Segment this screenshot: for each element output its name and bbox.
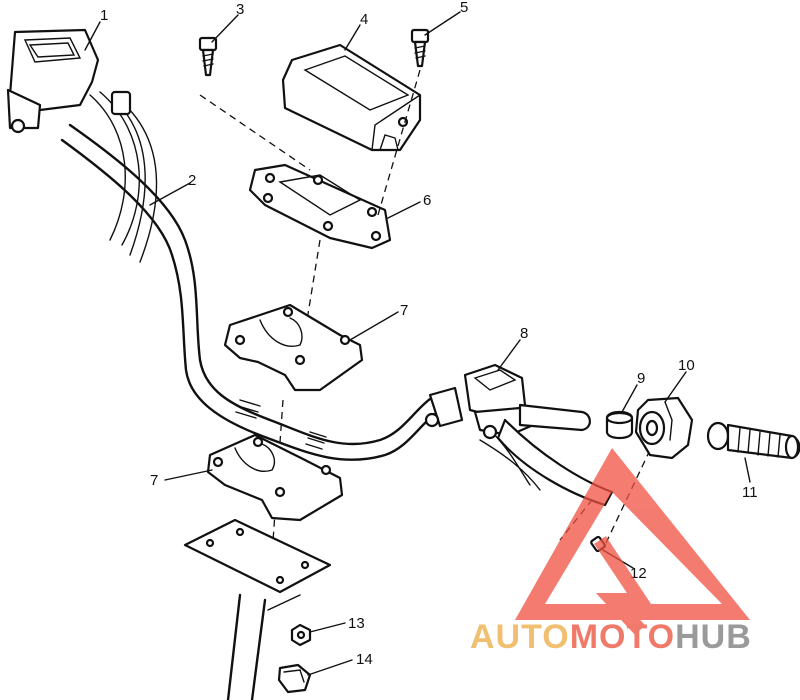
callout-7-upper: 7 — [400, 302, 408, 319]
clamp-upper — [223, 303, 364, 392]
cable-boot — [110, 90, 132, 116]
watermark-word-hub: HUB — [675, 618, 752, 656]
throttle-cables — [89, 90, 158, 263]
callout-10: 10 — [678, 357, 695, 374]
clip-part-14 — [277, 663, 312, 694]
handlebar-right-end — [518, 403, 591, 432]
callout-3: 3 — [236, 1, 244, 18]
nut-part-13 — [290, 623, 312, 647]
handlebar — [60, 123, 457, 461]
stem-plate — [183, 518, 332, 700]
throttle-control — [6, 28, 100, 134]
hand-grip — [706, 421, 800, 460]
callout-4: 4 — [360, 11, 368, 28]
callout-8: 8 — [520, 325, 528, 342]
watermark-word-auto: AUTO — [470, 618, 570, 656]
callout-6: 6 — [423, 192, 431, 209]
watermark-text: AUTOMOTOHUB — [470, 618, 752, 656]
handlebar-cover — [281, 43, 422, 152]
callout-1: 1 — [100, 7, 108, 24]
leader-lines — [84, 11, 751, 676]
screw-part-3 — [198, 36, 218, 77]
watermark-word-moto: MOTO — [570, 618, 675, 656]
mounting-plate — [248, 163, 392, 250]
callout-9: 9 — [637, 370, 645, 387]
callout-labels: 1 2 3 4 5 6 7 7 8 9 10 11 12 13 14 — [100, 0, 758, 668]
brake-lever — [479, 418, 614, 507]
callout-14: 14 — [356, 651, 373, 668]
clamp-lower — [206, 433, 344, 522]
throttle-housing — [634, 396, 694, 460]
callout-13: 13 — [348, 615, 365, 632]
svg-text:AUTOMOTOHUB: AUTOMOTOHUB — [470, 618, 752, 656]
brake-master-cylinder — [424, 363, 547, 437]
callout-11: 11 — [742, 484, 758, 501]
watermark-logo — [515, 448, 750, 635]
callout-2: 2 — [188, 172, 196, 189]
callout-12: 12 — [630, 565, 647, 582]
screw-part-5 — [410, 28, 430, 68]
callout-7-lower: 7 — [150, 472, 158, 489]
callout-5: 5 — [460, 0, 468, 16]
end-plug — [605, 410, 634, 440]
